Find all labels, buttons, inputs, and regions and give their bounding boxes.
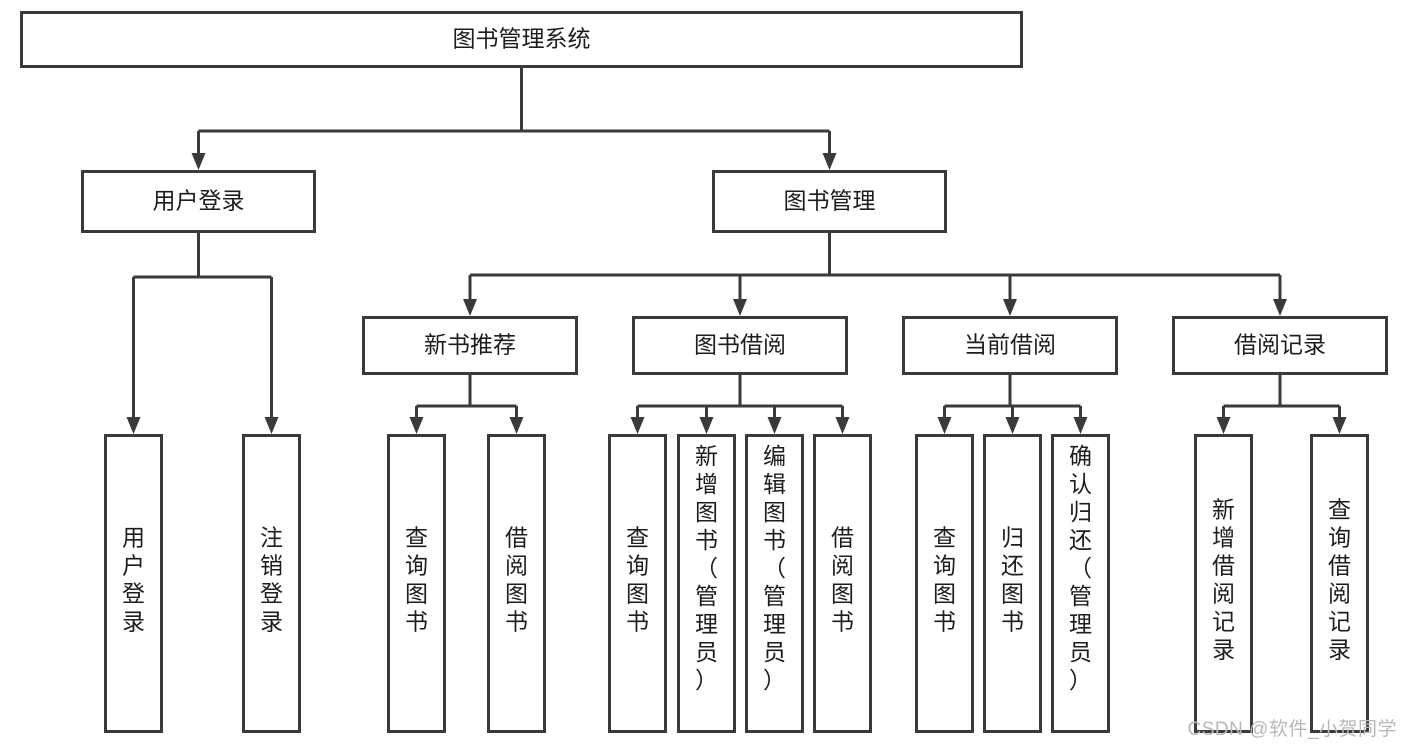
node-leaf-borrow-book-2[interactable]: 借阅图书 bbox=[813, 434, 872, 733]
node-label: 查询图书 bbox=[626, 525, 649, 635]
node-borrow-record[interactable]: 借阅记录 bbox=[1172, 316, 1388, 375]
node-label: 确认归还（管理员） bbox=[1069, 443, 1092, 693]
node-label: 图书管理 bbox=[784, 188, 876, 214]
node-label: 查询图书 bbox=[933, 525, 956, 635]
node-leaf-edit-book[interactable]: 编辑图书（管理员） bbox=[745, 434, 804, 733]
node-box bbox=[745, 434, 804, 733]
node-label: 当前借阅 bbox=[964, 332, 1056, 358]
node-layer: 图书管理系统用户登录图书管理新书推荐图书借阅当前借阅借阅记录用户登录注销登录查询… bbox=[20, 11, 1388, 733]
arrow-head-icon bbox=[509, 417, 524, 434]
node-leaf-confirm-return[interactable]: 确认归还（管理员） bbox=[1051, 434, 1110, 733]
arrow-head-icon bbox=[126, 417, 141, 434]
connector-book-borrow bbox=[630, 375, 850, 434]
arrow-head-icon bbox=[264, 417, 279, 434]
node-label: 注销登录 bbox=[260, 525, 283, 635]
arrow-head-icon bbox=[630, 417, 645, 434]
arrow-head-icon bbox=[699, 417, 714, 434]
node-leaf-return-book[interactable]: 归还图书 bbox=[983, 434, 1042, 733]
connector-current-borrow bbox=[937, 375, 1088, 434]
node-leaf-query-book-2[interactable]: 查询图书 bbox=[608, 434, 667, 733]
node-user-login[interactable]: 用户登录 bbox=[81, 170, 316, 233]
node-box bbox=[387, 434, 446, 733]
arrow-head-icon bbox=[1332, 417, 1347, 434]
node-box bbox=[487, 434, 546, 733]
node-box bbox=[81, 170, 316, 233]
connector-user-login bbox=[126, 233, 279, 434]
node-leaf-add-record[interactable]: 新增借阅记录 bbox=[1194, 434, 1253, 733]
node-book-manage[interactable]: 图书管理 bbox=[712, 170, 947, 233]
watermark-label: CSDN @软件_小贺同学 bbox=[1187, 719, 1397, 740]
node-current-borrow[interactable]: 当前借阅 bbox=[902, 316, 1118, 375]
node-label: 编辑图书（管理员） bbox=[763, 443, 786, 693]
node-leaf-query-book-1[interactable]: 查询图书 bbox=[387, 434, 446, 733]
node-box bbox=[1310, 434, 1369, 733]
connector-root bbox=[191, 68, 837, 170]
node-label: 新书推荐 bbox=[424, 332, 516, 358]
node-box bbox=[712, 170, 947, 233]
arrow-head-icon bbox=[835, 417, 850, 434]
connector-borrow-record bbox=[1216, 375, 1347, 434]
node-label: 图书借阅 bbox=[694, 332, 786, 358]
arrow-head-icon bbox=[767, 417, 782, 434]
node-leaf-logout[interactable]: 注销登录 bbox=[242, 434, 301, 733]
connector-layer bbox=[126, 68, 1347, 434]
node-label: 新增借阅记录 bbox=[1212, 497, 1235, 663]
arrow-head-icon bbox=[1003, 299, 1017, 316]
node-box bbox=[915, 434, 974, 733]
node-label: 查询借阅记录 bbox=[1328, 497, 1351, 663]
node-book-borrow[interactable]: 图书借阅 bbox=[632, 316, 848, 375]
node-label: 新增图书（管理员） bbox=[695, 443, 718, 693]
connector-new-book-rec bbox=[409, 375, 524, 434]
node-leaf-query-record[interactable]: 查询借阅记录 bbox=[1310, 434, 1369, 733]
arrow-head-icon bbox=[409, 417, 424, 434]
node-label: 图书管理系统 bbox=[453, 26, 591, 52]
node-box bbox=[608, 434, 667, 733]
arrow-head-icon bbox=[1073, 417, 1088, 434]
node-box bbox=[632, 316, 848, 375]
arrow-head-icon bbox=[191, 153, 206, 170]
node-box bbox=[813, 434, 872, 733]
arrow-head-icon bbox=[822, 153, 837, 170]
node-box bbox=[902, 316, 1118, 375]
node-box bbox=[983, 434, 1042, 733]
node-box bbox=[677, 434, 736, 733]
arrow-head-icon bbox=[463, 299, 477, 316]
node-box bbox=[104, 434, 163, 733]
node-root[interactable]: 图书管理系统 bbox=[20, 11, 1023, 68]
node-new-book-rec[interactable]: 新书推荐 bbox=[362, 316, 578, 375]
node-box bbox=[1194, 434, 1253, 733]
node-box bbox=[242, 434, 301, 733]
node-leaf-borrow-book-1[interactable]: 借阅图书 bbox=[487, 434, 546, 733]
node-label: 归还图书 bbox=[1001, 525, 1024, 635]
arrow-head-icon bbox=[733, 299, 747, 316]
node-label: 借阅图书 bbox=[505, 525, 528, 635]
node-leaf-add-book[interactable]: 新增图书（管理员） bbox=[677, 434, 736, 733]
arrow-head-icon bbox=[937, 417, 952, 434]
node-leaf-user-login[interactable]: 用户登录 bbox=[104, 434, 163, 733]
node-box bbox=[1051, 434, 1110, 733]
node-label: 用户登录 bbox=[153, 188, 245, 214]
arrow-head-icon bbox=[1273, 299, 1287, 316]
node-label: 借阅记录 bbox=[1234, 332, 1326, 358]
arrow-head-icon bbox=[1005, 417, 1020, 434]
node-box bbox=[1172, 316, 1388, 375]
arrow-head-icon bbox=[1216, 417, 1231, 434]
node-leaf-query-book-3[interactable]: 查询图书 bbox=[915, 434, 974, 733]
connector-book-manage bbox=[463, 233, 1287, 316]
node-box bbox=[20, 11, 1023, 68]
node-box bbox=[362, 316, 578, 375]
node-label: 查询图书 bbox=[405, 525, 428, 635]
node-label: 用户登录 bbox=[122, 525, 145, 635]
node-label: 借阅图书 bbox=[831, 525, 854, 635]
